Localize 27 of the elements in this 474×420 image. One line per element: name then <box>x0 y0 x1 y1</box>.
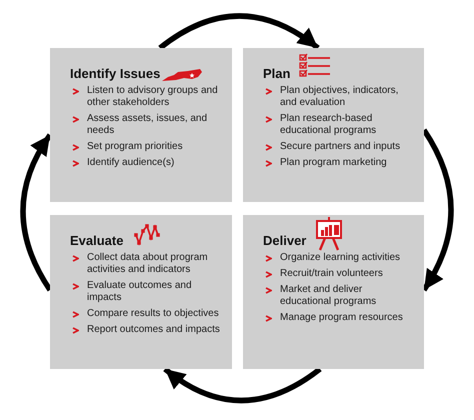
bullet-text: Identify audience(s) <box>87 157 176 169</box>
bullet-text: Manage program resources <box>280 312 404 324</box>
step-heading: Identify Issues <box>70 66 160 81</box>
cycle-arrow <box>158 13 320 50</box>
cycle-arrow <box>20 133 52 292</box>
bullet-text: Evaluate outcomes and impacts <box>87 280 193 304</box>
bullet-text: Collect data about program activities and indicators <box>87 252 209 276</box>
bullet-text: Market and deliver educational programs <box>280 284 378 308</box>
bullet-text: Compare results to objectives <box>87 308 220 320</box>
step-heading: Evaluate <box>70 233 124 248</box>
bullet-text: Assess assets, issues, and needs <box>87 113 208 137</box>
bullet-text: Recruit/train volunteers <box>280 268 384 280</box>
step-heading: Deliver <box>263 233 306 248</box>
step-card <box>50 215 232 369</box>
cycle-arrow <box>163 366 322 404</box>
step-heading: Plan <box>263 66 290 81</box>
bullet-text: Plan program marketing <box>280 157 388 169</box>
bullet-text: Plan research-based educational programs <box>280 113 378 137</box>
bullet-text: Report outcomes and impacts <box>87 324 221 336</box>
step-card <box>243 215 424 369</box>
step-card <box>50 48 232 202</box>
bullet-text: Listen to advisory groups and other stakeholders <box>87 85 219 109</box>
bullet-text: Organize learning activities <box>280 252 402 264</box>
bullet-text: Plan objectives, indicators, and evaluation <box>280 85 400 109</box>
step-card <box>243 48 424 202</box>
bullet-text: Secure partners and inputs <box>280 141 402 153</box>
bullet-text: Set program priorities <box>87 141 184 153</box>
